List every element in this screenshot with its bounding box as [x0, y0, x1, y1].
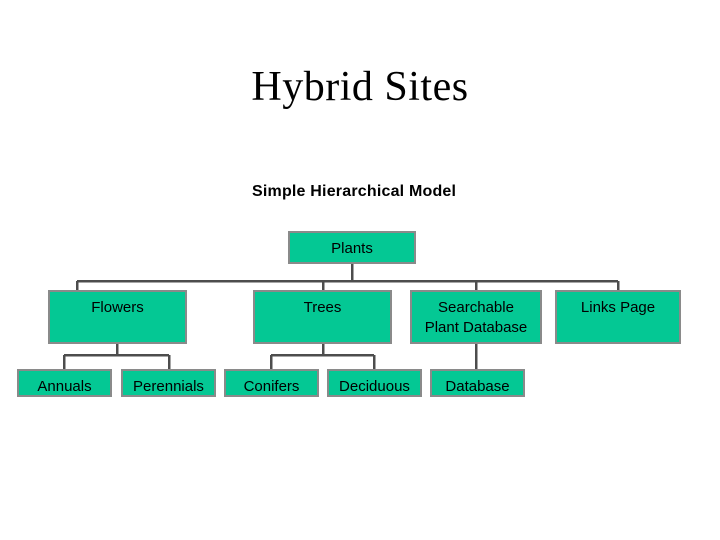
node-database-label: Database — [445, 378, 510, 395]
node-database[interactable]: Database — [430, 369, 525, 397]
node-annuals[interactable]: Annuals — [17, 369, 112, 397]
node-plants[interactable]: Plants — [288, 231, 416, 264]
node-links-page[interactable]: Links Page — [555, 290, 681, 344]
node-searchable-plant-database[interactable]: Searchable Plant Database — [410, 290, 542, 344]
node-deciduous[interactable]: Deciduous — [327, 369, 422, 397]
node-deciduous-label: Deciduous — [339, 378, 410, 395]
node-trees-label: Trees — [303, 299, 342, 316]
node-searchable-plant-database-label-line2: Plant Database — [424, 319, 528, 336]
node-perennials[interactable]: Perennials — [121, 369, 216, 397]
node-conifers[interactable]: Conifers — [224, 369, 319, 397]
node-flowers-label: Flowers — [91, 299, 144, 316]
node-plants-label: Plants — [331, 240, 373, 257]
node-perennials-label: Perennials — [133, 378, 204, 395]
node-links-page-label: Links Page — [580, 299, 656, 316]
node-trees[interactable]: Trees — [253, 290, 392, 344]
diagram-heading: Simple Hierarchical Model — [252, 183, 457, 200]
node-conifers-label: Conifers — [243, 378, 300, 395]
node-annuals-label: Annuals — [37, 378, 92, 395]
node-flowers[interactable]: Flowers — [48, 290, 187, 344]
node-searchable-plant-database-label-line1: Searchable — [438, 299, 514, 316]
page-title: Hybrid Sites — [251, 64, 469, 110]
